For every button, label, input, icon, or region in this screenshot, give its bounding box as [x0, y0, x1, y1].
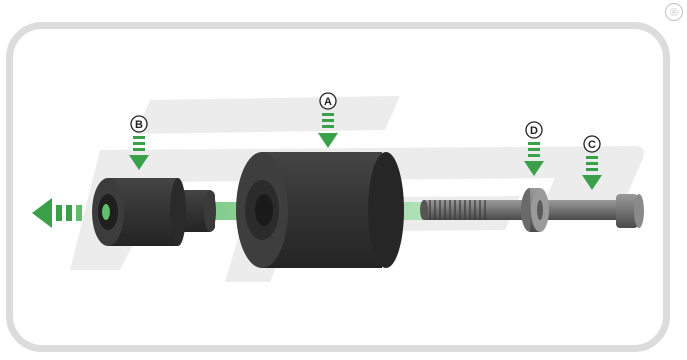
svg-text:B: B	[135, 119, 143, 131]
part-b-cup	[92, 178, 216, 246]
rounded-border-frame	[6, 22, 670, 352]
part-d-washer	[521, 188, 549, 232]
arrow-down-icon	[318, 113, 338, 148]
callout-b: B	[129, 115, 149, 170]
callout-a: A	[318, 92, 338, 148]
part-c-bolt	[420, 194, 644, 228]
callout-d: D	[524, 121, 544, 176]
svg-text:C: C	[588, 139, 596, 151]
arrow-down-icon	[129, 136, 149, 170]
svg-text:®: ®	[670, 7, 678, 19]
registered-trademark-icon: ®	[664, 2, 684, 22]
svg-text:D: D	[530, 125, 538, 137]
callout-c: C	[582, 135, 602, 190]
arrow-down-icon	[524, 142, 544, 176]
part-a-cylinder	[236, 152, 404, 268]
svg-text:A: A	[324, 96, 332, 108]
arrow-down-icon	[582, 156, 602, 190]
arrow-left-icon	[32, 198, 82, 228]
